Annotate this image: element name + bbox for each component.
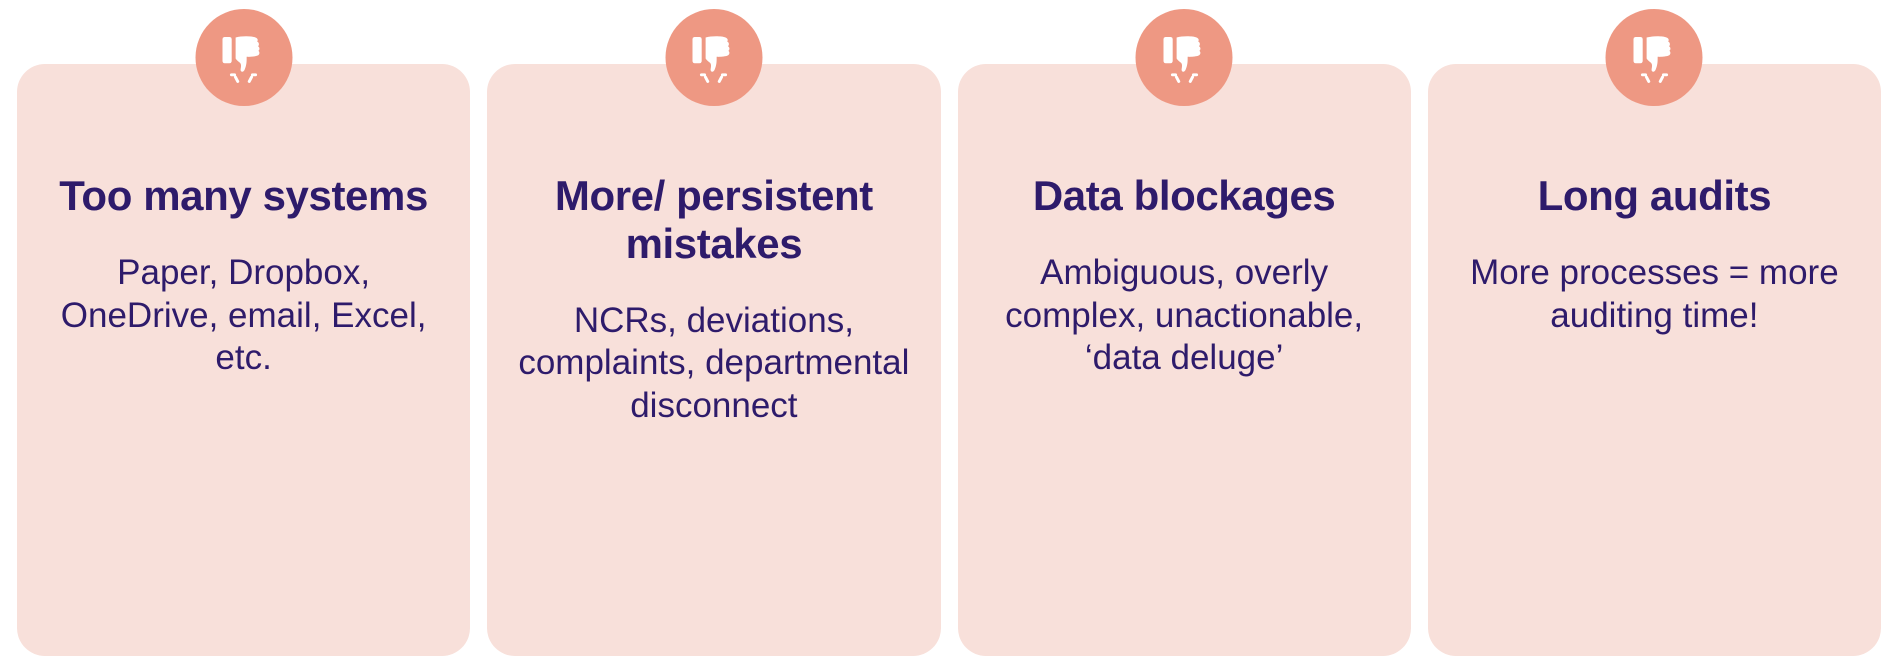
card-body-text: Ambiguous, overly complex, unactionable,…: [1005, 252, 1364, 378]
card-heading: Data blockages: [1032, 172, 1336, 219]
card-body-text: More processes = more auditing time!: [1470, 252, 1839, 335]
card-body-text: Paper, Dropbox, OneDrive, email, Excel, …: [60, 252, 427, 378]
card-heading: Long audits: [1537, 172, 1772, 219]
card-heading: More/ persistent mistakes: [554, 172, 873, 267]
thumbs-down-icon: [1156, 30, 1212, 86]
thumbs-down-icon-badge: [195, 9, 293, 106]
card-body-text: NCRs, deviations, complaints, department…: [518, 300, 910, 426]
thumbs-down-icon: [1626, 30, 1682, 86]
thumbs-down-icon-badge: [1605, 9, 1703, 106]
thumbs-down-icon-badge: [1135, 9, 1233, 106]
thumbs-down-icon-badge: [665, 9, 763, 106]
card-surface: Long audits More processes = more auditi…: [1427, 64, 1881, 656]
thumbs-down-icon: [216, 30, 272, 86]
pain-point-card-4[interactable]: Long audits More processes = more auditi…: [1427, 0, 1881, 670]
pain-point-card-3[interactable]: Data blockages Ambiguous, overly complex…: [957, 0, 1411, 670]
pain-point-card-2[interactable]: More/ persistent mistakes NCRs, deviatio…: [487, 0, 941, 670]
card-surface: Data blockages Ambiguous, overly complex…: [957, 64, 1411, 656]
card-surface: Too many systems Paper, Dropbox, OneDriv…: [17, 64, 471, 656]
pain-point-card-1[interactable]: Too many systems Paper, Dropbox, OneDriv…: [17, 0, 471, 670]
card-heading: Too many systems: [59, 172, 428, 219]
thumbs-down-icon: [686, 30, 742, 86]
card-surface: More/ persistent mistakes NCRs, deviatio…: [487, 64, 941, 656]
